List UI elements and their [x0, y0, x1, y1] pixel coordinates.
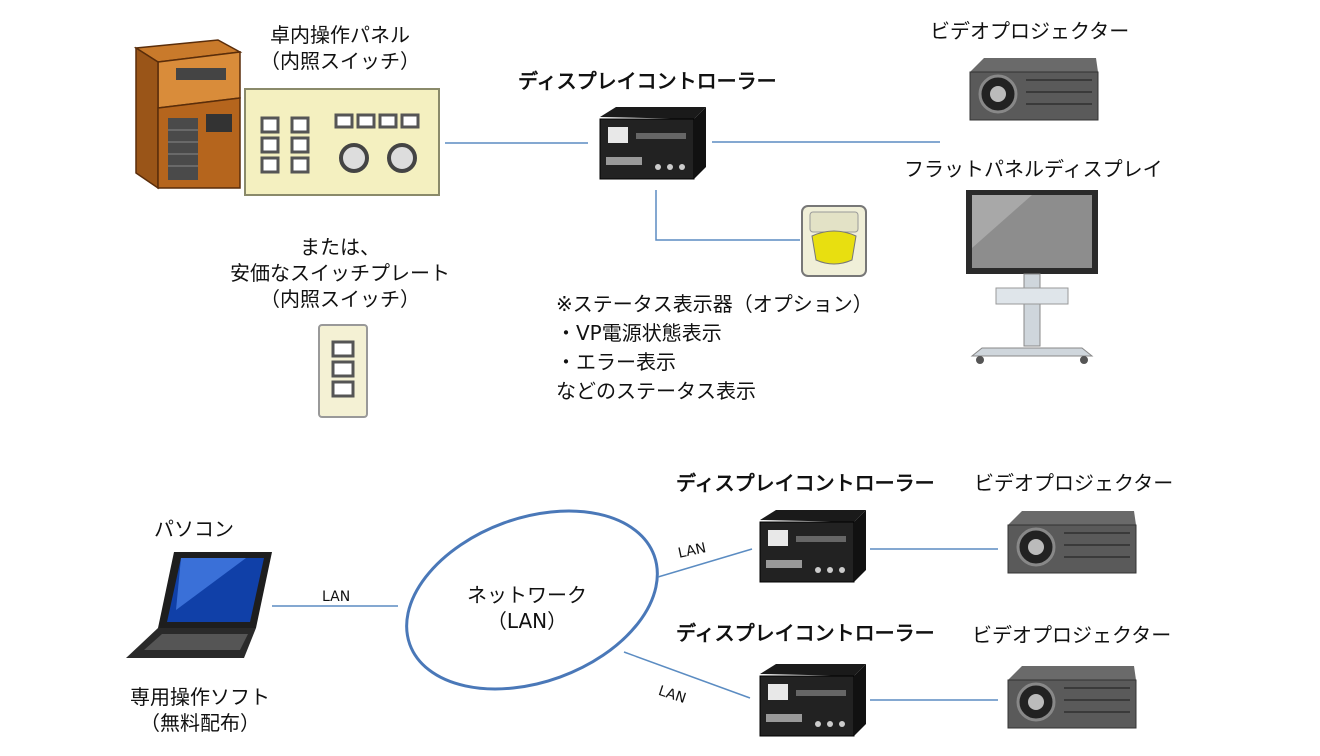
status-indicator-icon: [801, 205, 867, 277]
line-network-controller-1: [657, 548, 753, 578]
lan-label-pc: LAN: [322, 589, 351, 605]
flat-panel-display-icon: [966, 190, 1098, 364]
controller-label: ディスプレイコントローラー: [518, 69, 777, 93]
network-label: ネットワーク （LAN）: [467, 583, 587, 633]
line-controller-status: [655, 190, 800, 241]
network-ellipse: [405, 509, 659, 691]
pc-label: パソコン: [154, 517, 234, 541]
display-controller-icon: [599, 107, 706, 180]
projector-label-2: ビデオプロジェクター: [972, 623, 1172, 647]
flat-panel-label: フラットパネルディスプレイ: [904, 157, 1163, 181]
projector-label-1: ビデオプロジェクター: [974, 471, 1174, 495]
panel-label: 卓内操作パネル （内照スイッチ）: [260, 23, 420, 73]
laptop-pc-icon: [126, 552, 272, 658]
line-network-controller-2: [623, 651, 751, 699]
status-description: ※ステータス表示器（オプション） ・VP電源状態表示 ・エラー表示 などのステー…: [556, 292, 873, 403]
video-projector-icon: [969, 58, 1099, 121]
projector-label: ビデオプロジェクター: [930, 19, 1130, 43]
alt-switch-label: または、 安価なスイッチプレート （内照スイッチ）: [230, 235, 450, 311]
console-desk-icon: [133, 39, 243, 190]
controller-label-1: ディスプレイコントローラー: [676, 471, 935, 495]
software-label: 専用操作ソフト （無料配布）: [130, 685, 270, 735]
display-controller-icon: [759, 510, 866, 583]
video-projector-icon: [1007, 511, 1137, 574]
controller-label-2: ディスプレイコントローラー: [676, 621, 935, 645]
switch-plate-icon: [318, 324, 368, 418]
video-projector-icon: [1007, 666, 1137, 729]
display-controller-icon: [759, 664, 866, 737]
control-panel-icon: [244, 88, 440, 196]
